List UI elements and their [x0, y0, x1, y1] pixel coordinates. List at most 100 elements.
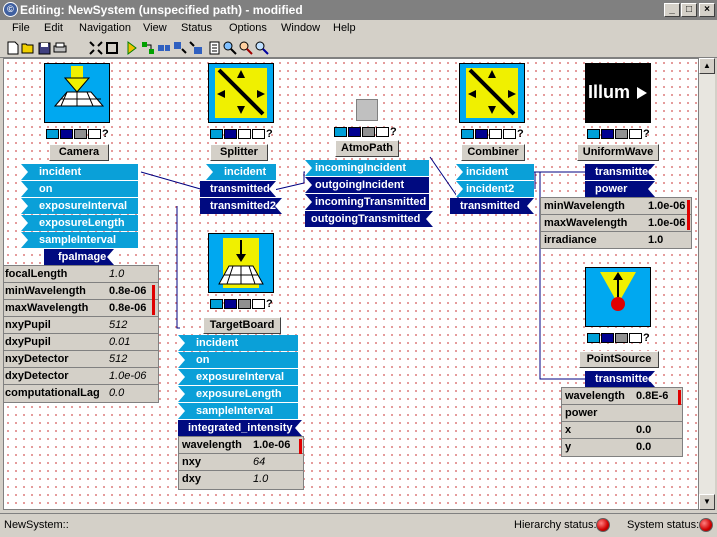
open-icon[interactable] [20, 40, 36, 56]
targetboard-port-toolbar[interactable]: ? [210, 297, 273, 311]
atmopath-name[interactable]: AtmoPath [335, 140, 399, 157]
pointsource-glyph [600, 272, 636, 311]
atmopath-port-outgoingincident[interactable]: outgoingIncident [305, 177, 429, 193]
window-title: Editing: NewSystem (unspecified path) - … [20, 3, 303, 17]
targetboard-port-sampleinterval[interactable]: sampleInterval [178, 403, 298, 419]
status-bar: NewSystem:: Hierarchy status: System sta… [0, 513, 717, 537]
arrow-right-icon [637, 87, 647, 99]
uniformwave-port-power[interactable]: power [585, 181, 655, 197]
splitter-port-transmitted[interactable]: transmitted [200, 181, 276, 197]
status-path: NewSystem:: [4, 519, 69, 531]
combiner-port-transmitted[interactable]: transmitted [450, 198, 534, 214]
uniformwave-port-toolbar[interactable]: ? [587, 127, 650, 141]
combiner-port-incident2[interactable]: incident2 [456, 181, 534, 197]
targetboard-port-exposureinterval[interactable]: exposureInterval [178, 369, 298, 385]
uniformwave-name[interactable]: UniformWave [577, 144, 659, 161]
splitter-icon[interactable] [208, 63, 274, 123]
new-icon[interactable] [5, 40, 21, 56]
menu-help[interactable]: Help [333, 22, 356, 34]
run-icon[interactable] [124, 40, 140, 56]
ptolemy-icon[interactable]: © [3, 2, 18, 17]
hierarchy-status-lamp[interactable] [596, 518, 610, 532]
combiner-name[interactable]: Combiner [461, 144, 525, 161]
param-row: power [562, 405, 682, 422]
camera-port-fpaimage[interactable]: fpaImage [44, 249, 114, 265]
atmopath-icon[interactable] [356, 99, 378, 121]
pointsource-port-transmitted[interactable]: transmitted [585, 371, 655, 387]
splitter-port-incident[interactable]: incident [206, 164, 276, 180]
print-icon[interactable] [52, 40, 68, 56]
range-indicator [687, 200, 690, 230]
menu-navigation[interactable]: Navigation [79, 22, 131, 34]
close-button[interactable]: × [699, 3, 715, 17]
scroll-up-icon[interactable]: ▲ [699, 58, 715, 74]
system-status-label: System status: [627, 519, 700, 531]
save-icon[interactable] [36, 40, 52, 56]
targetboard-port-integrated-intensity[interactable]: integrated_intensity [178, 420, 302, 436]
document-icon[interactable] [206, 40, 222, 56]
model-canvas[interactable]: ? Camera incident on exposureInterval ex… [3, 58, 699, 510]
menu-file[interactable]: File [12, 22, 30, 34]
uniformwave-port-transmitted[interactable]: transmitted [585, 164, 655, 180]
scroll-down-icon[interactable]: ▼ [699, 494, 715, 510]
zoom-fit-icon[interactable] [88, 40, 104, 56]
camera-port-incident[interactable]: incident [21, 164, 138, 180]
targetboard-port-incident[interactable]: incident [178, 335, 298, 351]
atmopath-port-outgoingtransmitted[interactable]: outgoingTransmitted [305, 211, 433, 227]
menu-window[interactable]: Window [281, 22, 321, 34]
help-icon[interactable] [238, 40, 254, 56]
minimize-button[interactable]: _ [664, 3, 680, 17]
targetboard-port-exposurelength[interactable]: exposureLength [178, 386, 298, 402]
hierarchy-status-label: Hierarchy status: [514, 519, 597, 531]
camera-port-toolbar[interactable]: ? [46, 127, 109, 141]
menu-edit[interactable]: Edit [44, 22, 63, 34]
uniformwave-icon[interactable]: Illum [585, 63, 651, 123]
navigate-down-icon[interactable] [172, 40, 188, 56]
pointsource-port-toolbar[interactable]: ? [587, 331, 650, 345]
camera-port-sampleinterval[interactable]: sampleInterval [21, 232, 138, 248]
pointsource-name[interactable]: PointSource [579, 351, 659, 368]
help-icon-2[interactable] [254, 40, 270, 56]
menu-options[interactable]: Options [229, 22, 267, 34]
menu-status[interactable]: Status [181, 22, 213, 34]
camera-port-exposureinterval[interactable]: exposureInterval [21, 198, 138, 214]
camera-name[interactable]: Camera [49, 144, 109, 161]
splitter-port-transmitted2[interactable]: transmitted2 [200, 198, 282, 214]
maximize-button[interactable]: □ [681, 3, 697, 17]
atmopath-port-toolbar[interactable]: ? [334, 125, 397, 139]
menu-view[interactable]: View [143, 22, 167, 34]
atmopath-port-incomingincident[interactable]: incomingIncident [305, 160, 429, 176]
title-bar: © Editing: NewSystem (unspecified path) … [0, 0, 717, 20]
find-icon[interactable] [222, 40, 238, 56]
splitter-name[interactable]: Splitter [210, 144, 268, 161]
navigate-icon[interactable] [156, 40, 172, 56]
combiner-port-toolbar[interactable]: ? [461, 127, 524, 141]
splitter-port-toolbar[interactable]: ? [210, 127, 273, 141]
combiner-icon[interactable] [459, 63, 525, 123]
system-status-lamp[interactable] [699, 518, 713, 532]
atmopath-port-incomingtransmitted[interactable]: incomingTransmitted [305, 194, 429, 210]
pointsource-icon[interactable] [585, 267, 651, 327]
camera-icon[interactable] [44, 63, 110, 123]
targetboard-name[interactable]: TargetBoard [203, 317, 281, 334]
layout-icon[interactable] [140, 40, 156, 56]
targetboard-icon[interactable] [208, 233, 274, 293]
navigate-up-icon[interactable] [188, 40, 204, 56]
camera-port-on[interactable]: on [21, 181, 138, 197]
vertical-scrollbar[interactable]: ▲ ▼ [699, 58, 715, 510]
camera-port-exposurelength[interactable]: exposureLength [21, 215, 138, 231]
zoom-reset-icon[interactable] [104, 40, 120, 56]
targetboard-port-on[interactable]: on [178, 352, 298, 368]
combiner-port-incident[interactable]: incident [456, 164, 534, 180]
